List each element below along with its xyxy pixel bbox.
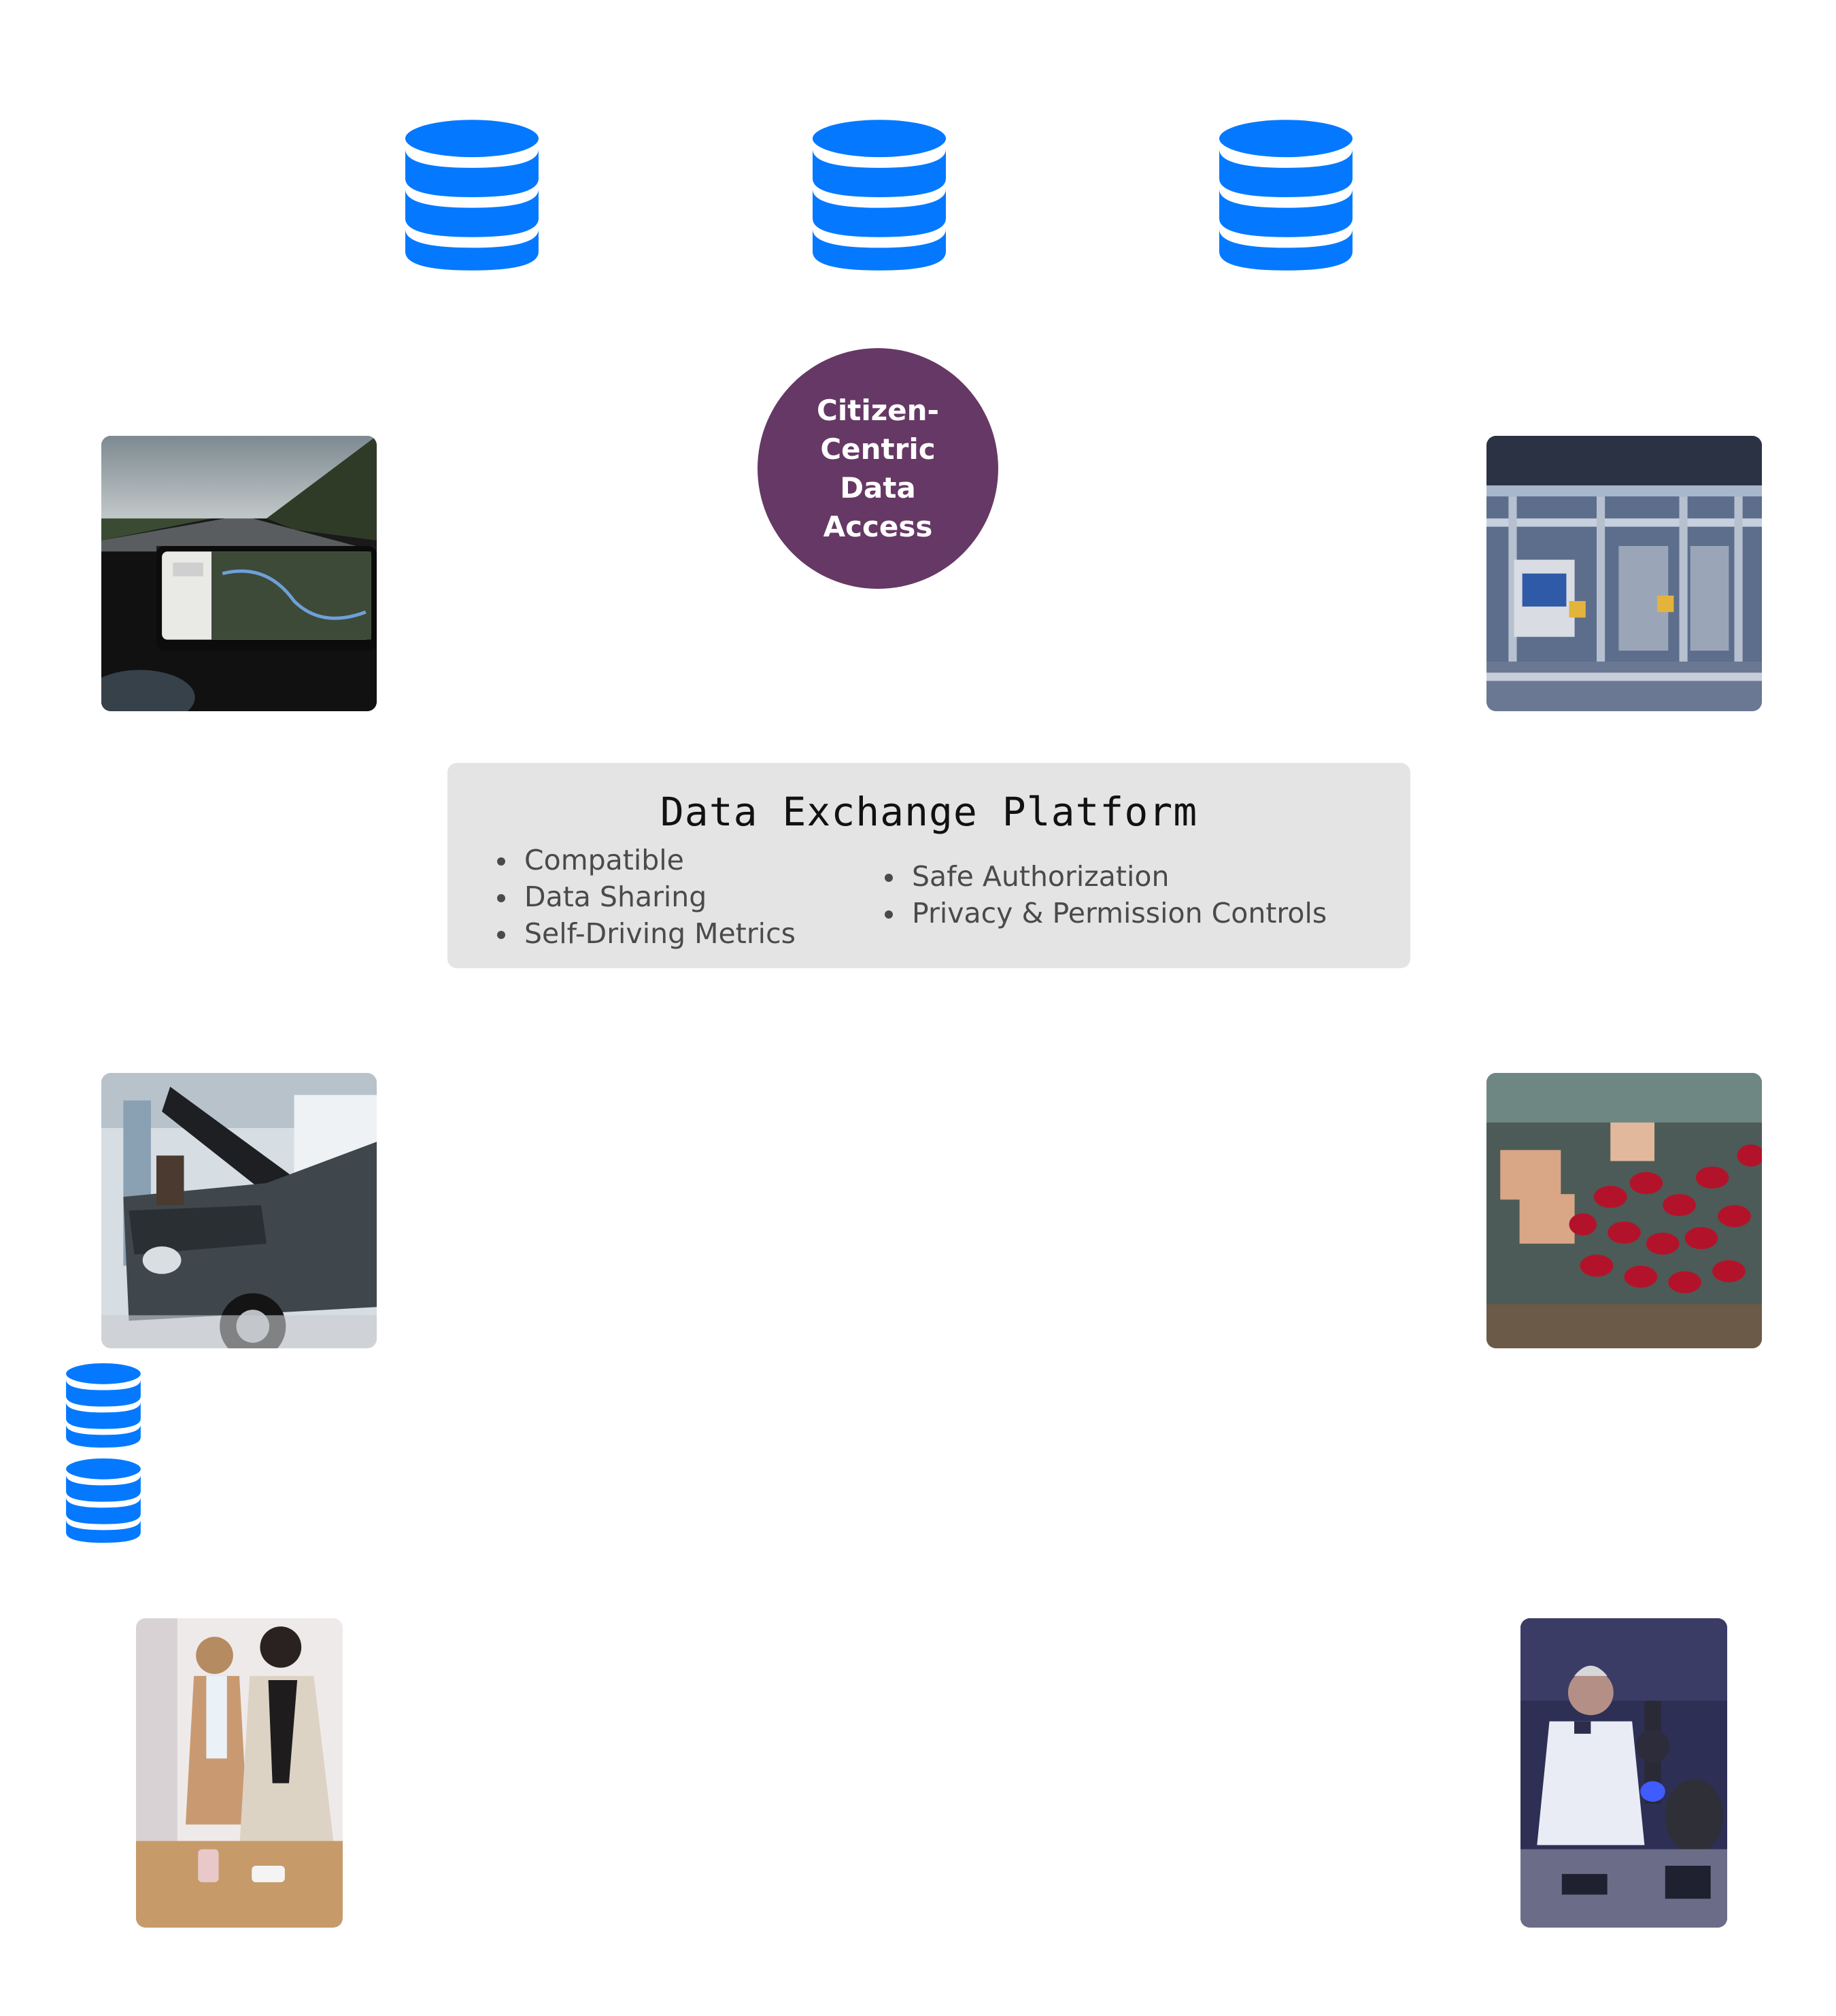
feature-list-right: Safe Authorization Privacy & Permission … xyxy=(883,858,1327,932)
database-icon xyxy=(405,120,539,271)
database-icon-top-center xyxy=(813,120,946,271)
database-icon xyxy=(813,120,946,271)
feature-item: Self-Driving Metrics xyxy=(496,915,796,952)
database-icon xyxy=(1219,120,1353,271)
citizen-centric-hub: Citizen-Centric Data Access xyxy=(758,348,998,589)
laboratory-microscope-photo xyxy=(1520,1618,1727,1928)
database-icon-small-lower xyxy=(66,1458,141,1543)
database-icon-top-right xyxy=(1219,120,1353,271)
hub-label: Citizen-Centric Data Access xyxy=(817,394,939,543)
feature-list-left: Compatible Data Sharing Self-Driving Met… xyxy=(496,842,796,952)
platform-title: Data Exchange Platform xyxy=(660,789,1198,835)
database-icon xyxy=(66,1363,141,1448)
feature-item: Privacy & Permission Controls xyxy=(883,895,1327,932)
database-icon-top-left xyxy=(405,120,539,271)
database-icon xyxy=(66,1458,141,1543)
car-dashboard-photo xyxy=(101,436,377,711)
database-icon-small-upper xyxy=(66,1363,141,1448)
factory-machinery-photo xyxy=(1486,436,1762,711)
retail-payment-photo xyxy=(136,1618,343,1928)
fire-extinguishers-photo xyxy=(1486,1073,1762,1348)
feature-item: Safe Authorization xyxy=(883,858,1327,895)
auto-repair-garage-photo xyxy=(101,1073,377,1348)
feature-item: Data Sharing xyxy=(496,878,796,915)
data-exchange-platform-card: Data Exchange Platform Compatible Data S… xyxy=(447,763,1410,968)
feature-item: Compatible xyxy=(496,842,796,878)
